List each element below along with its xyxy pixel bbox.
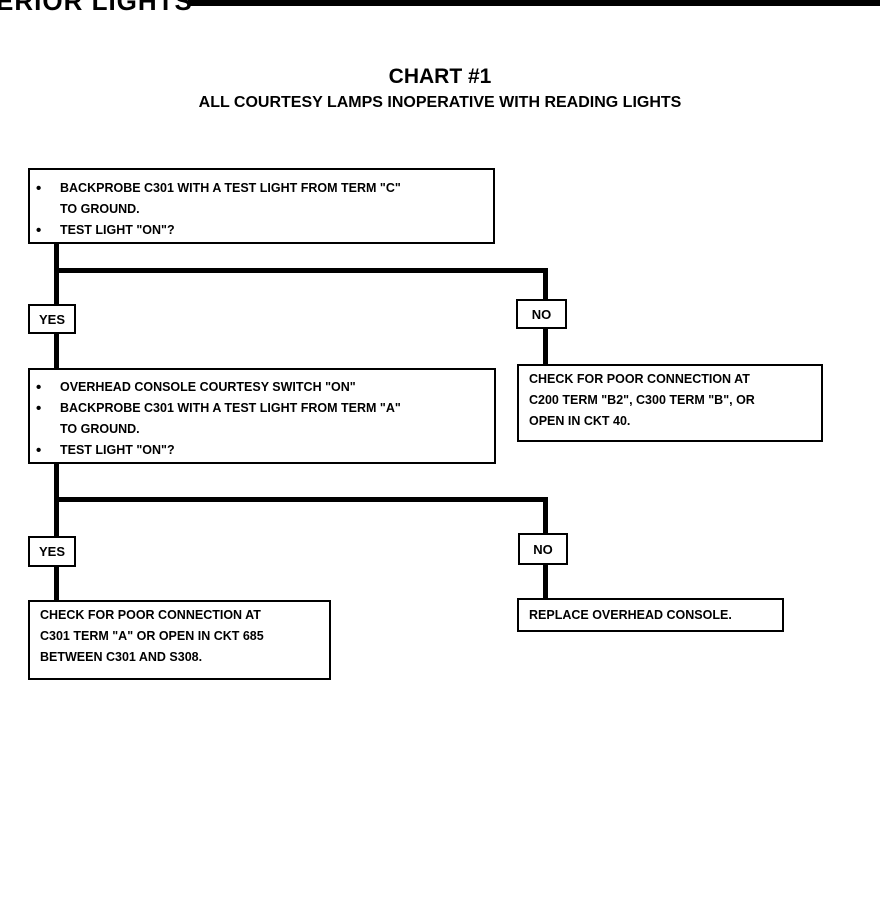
yes-label-2: YES bbox=[28, 536, 76, 567]
result-line: C200 TERM "B2", C300 TERM "B", OR bbox=[529, 393, 755, 407]
step1-item: BACKPROBE C301 WITH A TEST LIGHT FROM TE… bbox=[30, 178, 493, 199]
no-label-2: NO bbox=[518, 533, 568, 565]
step2-item: BACKPROBE C301 WITH A TEST LIGHT FROM TE… bbox=[30, 398, 494, 419]
result-line: REPLACE OVERHEAD CONSOLE. bbox=[529, 608, 732, 622]
result-box-yes-2: CHECK FOR POOR CONNECTION AT C301 TERM "… bbox=[28, 600, 331, 680]
no-label-1: NO bbox=[516, 299, 567, 329]
result-line: CHECK FOR POOR CONNECTION AT bbox=[40, 608, 261, 622]
step1-item-continuation: TO GROUND. bbox=[60, 202, 140, 216]
result-line: BETWEEN C301 AND S308. bbox=[40, 650, 203, 664]
result-box-no-2: REPLACE OVERHEAD CONSOLE. bbox=[517, 598, 784, 632]
section-header: ERIOR LIGHTS bbox=[0, 0, 193, 16]
connector-branch1-no-down bbox=[543, 268, 548, 300]
result-line: CHECK FOR POOR CONNECTION AT bbox=[529, 372, 750, 386]
result-box-no-1: CHECK FOR POOR CONNECTION AT C200 TERM "… bbox=[517, 364, 823, 442]
step1-box: BACKPROBE C301 WITH A TEST LIGHT FROM TE… bbox=[28, 168, 495, 244]
connector-branch1-horizontal bbox=[54, 268, 548, 273]
result-line: OPEN IN CKT 40. bbox=[529, 414, 631, 428]
connector-yes1-to-step2 bbox=[54, 332, 59, 370]
step1-item: TEST LIGHT "ON"? bbox=[30, 220, 493, 241]
connector-no1-to-result bbox=[543, 328, 548, 366]
connector-step1-down bbox=[54, 244, 59, 304]
connector-branch2-horizontal bbox=[54, 497, 548, 502]
connector-yes2-to-result bbox=[54, 565, 59, 601]
result-line: C301 TERM "A" OR OPEN IN CKT 685 bbox=[40, 629, 264, 643]
connector-branch2-no-down bbox=[543, 497, 548, 533]
header-rule bbox=[188, 0, 880, 6]
chart-title: CHART #1 bbox=[388, 65, 492, 88]
step2-item-continuation: TO GROUND. bbox=[60, 422, 140, 436]
connector-no2-to-result bbox=[543, 563, 548, 599]
chart-subtitle: ALL COURTESY LAMPS INOPERATIVE WITH READ… bbox=[198, 94, 682, 111]
step2-box: OVERHEAD CONSOLE COURTESY SWITCH "ON" BA… bbox=[28, 368, 496, 464]
yes-label-1: YES bbox=[28, 304, 76, 334]
step2-item: OVERHEAD CONSOLE COURTESY SWITCH "ON" bbox=[30, 377, 494, 398]
step2-item: TEST LIGHT "ON"? bbox=[30, 440, 494, 461]
